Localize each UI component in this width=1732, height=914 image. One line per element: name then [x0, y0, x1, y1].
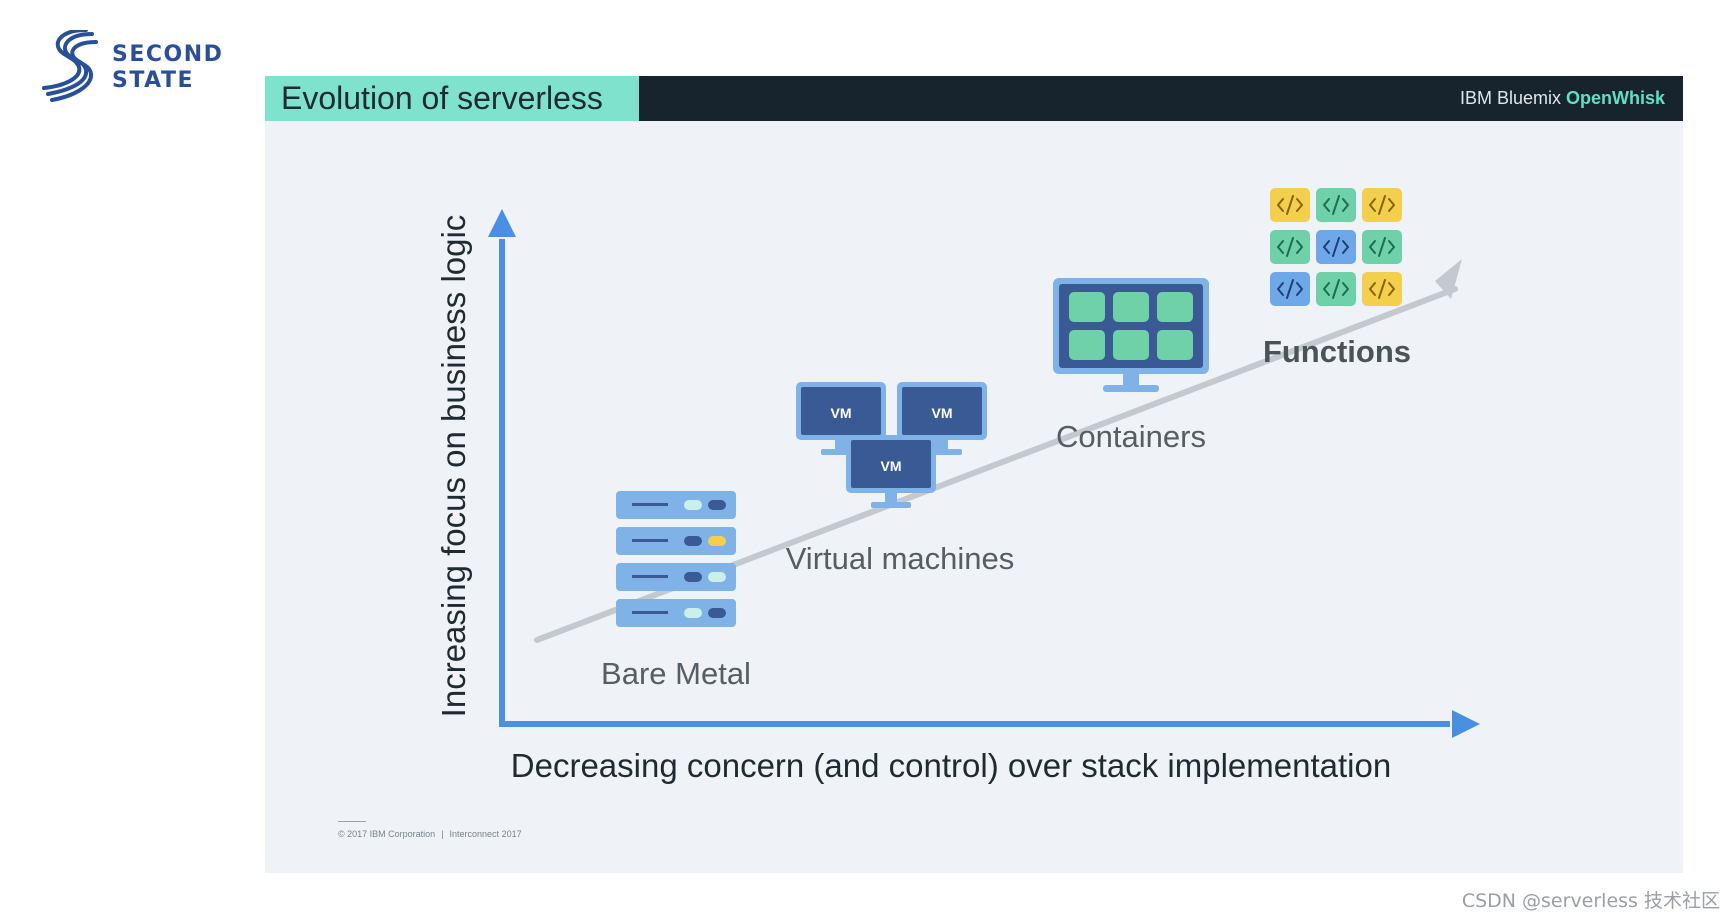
vm-badge: VM	[932, 405, 953, 421]
footer-rule	[338, 821, 366, 822]
stage-label-virtual-machines: Virtual machines	[786, 541, 1015, 576]
slide: Evolution of serverless IBM Bluemix Open…	[265, 76, 1683, 873]
footer-separator: |	[441, 829, 444, 839]
footer-event: Interconnect 2017	[449, 829, 522, 839]
vm-badge: VM	[881, 458, 902, 474]
evolution-diagram: Increasing focus on business logic Decre…	[435, 188, 1480, 784]
x-axis-label: Decreasing concern (and control) over st…	[511, 747, 1391, 784]
stage-label-bare-metal: Bare Metal	[601, 656, 751, 691]
logo-wordmark: SECOND STATE	[112, 42, 223, 94]
stage-label-functions: Functions	[1263, 334, 1411, 369]
footer-copyright: © 2017 IBM Corporation	[338, 829, 436, 839]
x-axis-arrowhead	[1452, 710, 1480, 738]
logo-line-1: SECOND	[112, 42, 224, 67]
vm-badge: VM	[831, 405, 852, 421]
code-grid-icon	[1270, 188, 1402, 306]
header-brand-prefix: IBM Bluemix	[1459, 88, 1566, 108]
slide-title: Evolution of serverless	[265, 76, 639, 121]
y-axis-arrowhead	[488, 209, 516, 237]
stage-label-containers: Containers	[1056, 419, 1206, 454]
y-axis-label: Increasing focus on business logic	[435, 215, 472, 718]
server-rack-icon	[616, 491, 736, 627]
header-brand: IBM Bluemix OpenWhisk	[1460, 76, 1665, 121]
vm-monitors-icon: VM VM VM	[796, 382, 987, 508]
trend-arrowhead	[1435, 259, 1462, 299]
container-monitor-icon	[1053, 278, 1209, 392]
slide-header: Evolution of serverless IBM Bluemix Open…	[265, 76, 1683, 121]
header-brand-highlight: OpenWhisk	[1565, 88, 1665, 108]
csdn-watermark: CSDN @serverless 技术社区	[1461, 890, 1720, 912]
slide-footer: © 2017 IBM Corporation | Interconnect 2017	[338, 829, 522, 839]
second-state-logo-icon	[42, 30, 98, 102]
logo-line-2: STATE	[112, 68, 194, 93]
